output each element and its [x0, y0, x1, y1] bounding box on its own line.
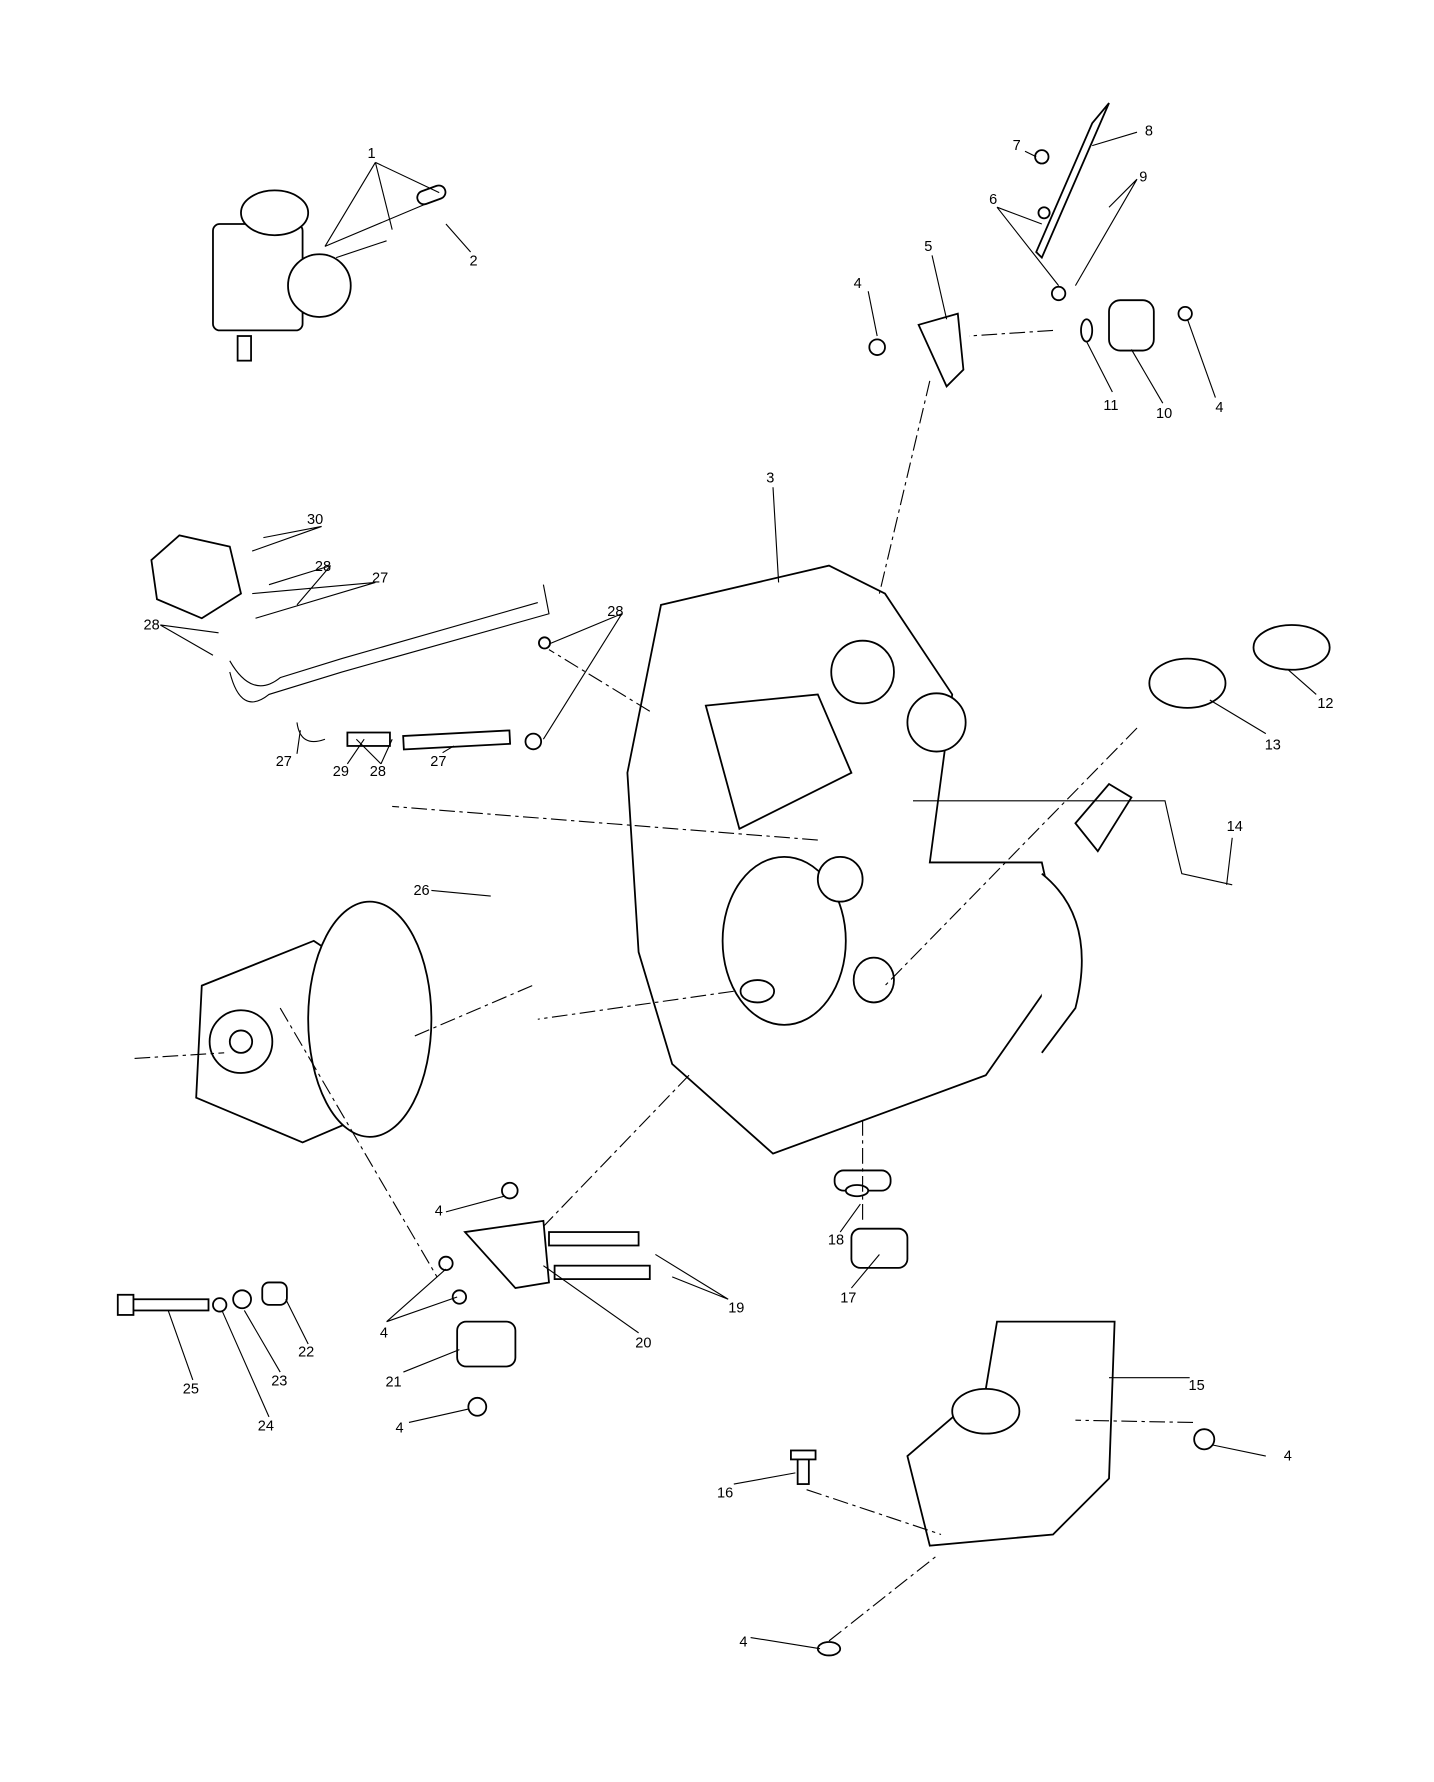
clamp-part [1148, 657, 1227, 709]
callout-10: 10 [1156, 406, 1172, 422]
callout-1: 1 [368, 146, 376, 162]
callout-4: 4 [380, 1325, 388, 1341]
callout-28: 28 [144, 617, 160, 633]
callout-18: 18 [828, 1232, 844, 1248]
callout-6: 6 [989, 192, 997, 208]
callout-13: 13 [1265, 737, 1281, 753]
callout-24: 24 [258, 1418, 274, 1434]
callout-28: 28 [607, 604, 623, 620]
callout-17: 17 [840, 1291, 856, 1307]
callout-26: 26 [413, 883, 429, 899]
callout-15: 15 [1189, 1378, 1205, 1394]
callout-9: 9 [1139, 169, 1147, 185]
callout-2: 2 [469, 253, 477, 269]
boot-part [1252, 624, 1331, 671]
callout-8: 8 [1145, 124, 1153, 140]
callout-4: 4 [396, 1421, 404, 1437]
fuel-pump-part [150, 534, 552, 751]
callout-14: 14 [1227, 819, 1243, 835]
engine-assembly-part [626, 564, 1133, 1192]
skid-plate-bracket [906, 1320, 1116, 1547]
callout-labels: 1 2 3 4 5 6 7 8 9 10 11 4 12 13 14 15 4 … [144, 124, 1334, 1651]
carburetor-part [212, 184, 447, 362]
callout-27: 27 [430, 754, 446, 770]
callout-30: 30 [307, 512, 323, 528]
callout-27: 27 [276, 754, 292, 770]
front-mount-bracket [463, 1219, 550, 1290]
callout-25: 25 [183, 1381, 199, 1397]
callout-19: 19 [728, 1301, 744, 1317]
callout-12: 12 [1317, 696, 1333, 712]
callout-21: 21 [385, 1375, 401, 1391]
torque-rod-part [1035, 102, 1110, 260]
callout-5: 5 [924, 239, 932, 255]
callout-4: 4 [435, 1203, 443, 1219]
callout-4: 4 [739, 1634, 747, 1650]
callout-29: 29 [333, 764, 349, 780]
callout-20: 20 [635, 1335, 651, 1351]
callout-4: 4 [854, 276, 862, 292]
callout-16: 16 [717, 1486, 733, 1502]
bracket-part [917, 312, 965, 388]
callout-28: 28 [315, 559, 331, 575]
callout-28: 28 [370, 764, 386, 780]
callout-3: 3 [766, 471, 774, 487]
mount-part [1108, 299, 1155, 352]
callout-4: 4 [1215, 400, 1223, 416]
callout-27: 27 [372, 570, 388, 586]
callout-7: 7 [1013, 138, 1021, 154]
callout-23: 23 [271, 1374, 287, 1390]
callout-4: 4 [1284, 1449, 1292, 1465]
drive-clutch-part [195, 900, 433, 1144]
callout-22: 22 [298, 1344, 314, 1360]
callout-11: 11 [1103, 398, 1118, 414]
